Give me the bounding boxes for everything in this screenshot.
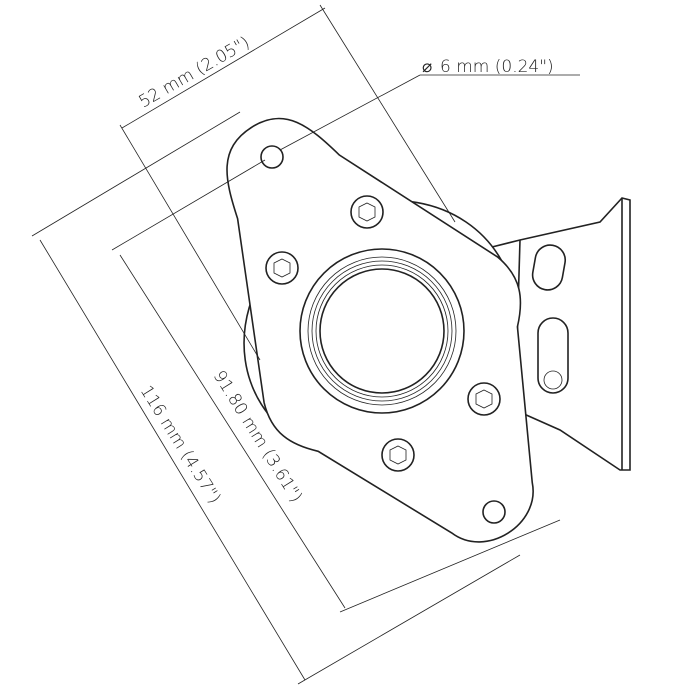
- center-ring: [299, 248, 465, 414]
- width-label: 52 mm (2.05"): [136, 33, 254, 113]
- dimension-lines: [31, 4, 580, 685]
- mounting-hole-top: [260, 145, 284, 169]
- overall-length-label: 116 mm (4.57"): [136, 382, 225, 507]
- hole-diameter-label: 6 mm (0.24"): [440, 57, 554, 77]
- mounting-hole-bottom: [482, 500, 506, 524]
- bolts: [265, 195, 501, 472]
- hole-diameter-symbol: ⌀: [422, 57, 432, 77]
